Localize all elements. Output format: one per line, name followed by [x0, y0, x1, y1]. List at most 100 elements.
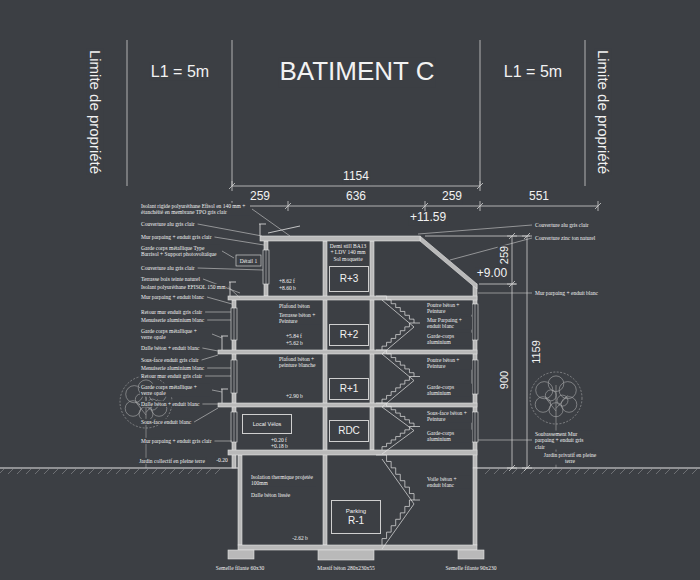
leader-line — [202, 404, 218, 405]
floor-slab — [228, 296, 477, 300]
ground-hatch — [125, 469, 130, 474]
ground-line — [0, 468, 238, 469]
level-mark: +8.62 f — [278, 278, 296, 284]
ground-hatch — [71, 469, 76, 474]
annotation-note: Terrasse béton + Peinture — [278, 312, 322, 325]
floor-slab — [218, 403, 477, 407]
annotation-note: Jardin privatif en pleine terre — [540, 452, 600, 465]
setback-line — [127, 40, 128, 186]
ground-hatch — [656, 469, 661, 474]
dimension-text: 259 — [498, 245, 511, 265]
dimension-line — [232, 186, 480, 187]
ground-hatch — [17, 469, 22, 474]
ground-hatch — [521, 469, 526, 474]
leader-line — [205, 376, 231, 377]
leader-line — [202, 348, 218, 351]
annotation-note: Plafond béton + peinture blanche — [278, 356, 322, 369]
ground-hatch — [197, 469, 202, 474]
ground-hatch — [629, 469, 634, 474]
annotation-note: Couverture alu gris clair — [534, 222, 590, 228]
setback-line — [232, 40, 233, 186]
property-line-label: Limite de propriété — [594, 49, 611, 175]
stair-stringer — [382, 431, 414, 455]
ground-hatch — [512, 469, 517, 474]
tree-canopy — [535, 397, 551, 413]
ground-hatch — [215, 469, 220, 474]
annotation-note: Garde corps métallique + verre opale — [140, 328, 210, 341]
stair-landing — [414, 426, 420, 427]
tree-canopy — [530, 372, 582, 424]
leader-line — [214, 441, 232, 442]
annotation-note: Dalle béton + enduit blanc — [140, 401, 200, 407]
ground-hatch — [170, 469, 175, 474]
ground-hatch — [8, 469, 13, 474]
tree-canopy — [559, 382, 576, 399]
dimension-tick — [425, 201, 426, 211]
leader-line — [202, 355, 218, 360]
room-cell: R+3 — [329, 266, 369, 292]
floor-slab — [228, 450, 477, 455]
ground-hatch — [80, 469, 85, 474]
annotation-note: Garde corps métallique Type Barrisol + S… — [140, 245, 220, 258]
floor-slab — [238, 545, 477, 550]
level-mark: +5.84 f — [285, 333, 303, 339]
guard-rail — [222, 389, 223, 403]
drawing-title: BATIMENT C — [278, 57, 435, 87]
dimension-text: 259 — [441, 190, 463, 204]
leader-line — [212, 334, 222, 338]
dimension-text: 1159 — [530, 339, 543, 365]
ground-hatch — [107, 469, 112, 474]
foundation — [318, 550, 374, 560]
stair-landing — [376, 350, 382, 351]
level-mark: -0.20 — [215, 457, 228, 463]
building-section — [218, 224, 484, 560]
stair-flight — [382, 350, 414, 377]
leader-line — [207, 297, 232, 304]
ground-hatch — [611, 469, 616, 474]
window-frame — [234, 308, 235, 340]
dimension-tick — [598, 201, 599, 211]
window — [472, 304, 478, 340]
ground-hatch — [683, 469, 688, 474]
stair-landing — [414, 376, 420, 377]
room-label: Local Vélos — [253, 421, 281, 427]
stair-stringer — [382, 459, 414, 504]
ground-hatch — [665, 469, 670, 474]
foundation — [458, 550, 484, 559]
stair-landing — [376, 296, 382, 297]
floor-slab — [260, 236, 420, 241]
foundation — [228, 550, 254, 559]
annotation-note: Demi still BA13 + LDV 140 mm Sol moquett… — [328, 243, 368, 262]
tree-canopy — [545, 390, 556, 401]
leader-line — [194, 408, 218, 422]
window — [231, 360, 237, 393]
room-label: R+2 — [340, 329, 359, 341]
level-mark: +9.00 — [476, 267, 508, 281]
guard-rail — [221, 336, 228, 337]
guard-rail — [229, 282, 236, 283]
room-cell: Local Vélos — [242, 414, 292, 434]
dimension-text: 636 — [345, 190, 367, 204]
annotation-note: Couverture alu gris clair — [140, 265, 196, 271]
window — [231, 308, 237, 340]
ground-hatch — [134, 469, 139, 474]
leader-line — [252, 209, 290, 236]
dimension-tick — [288, 201, 289, 211]
ground-hatch — [566, 469, 571, 474]
stair-landing — [376, 403, 382, 404]
wall — [473, 468, 477, 545]
ground-hatch — [548, 469, 553, 474]
wall — [473, 284, 477, 468]
ground-hatch — [0, 469, 4, 474]
wall — [370, 241, 374, 450]
ground-hatch — [557, 469, 562, 474]
annotation-note: Terrasse bois teinte naturel — [140, 276, 201, 282]
property-line-label: Limite de propriété — [86, 49, 103, 175]
ground-hatch — [530, 469, 535, 474]
dimension-text: 1154 — [342, 170, 370, 184]
leader-line — [214, 237, 264, 245]
ground-hatch — [26, 469, 31, 474]
leader-line — [418, 225, 532, 234]
stair-flight — [382, 500, 414, 545]
